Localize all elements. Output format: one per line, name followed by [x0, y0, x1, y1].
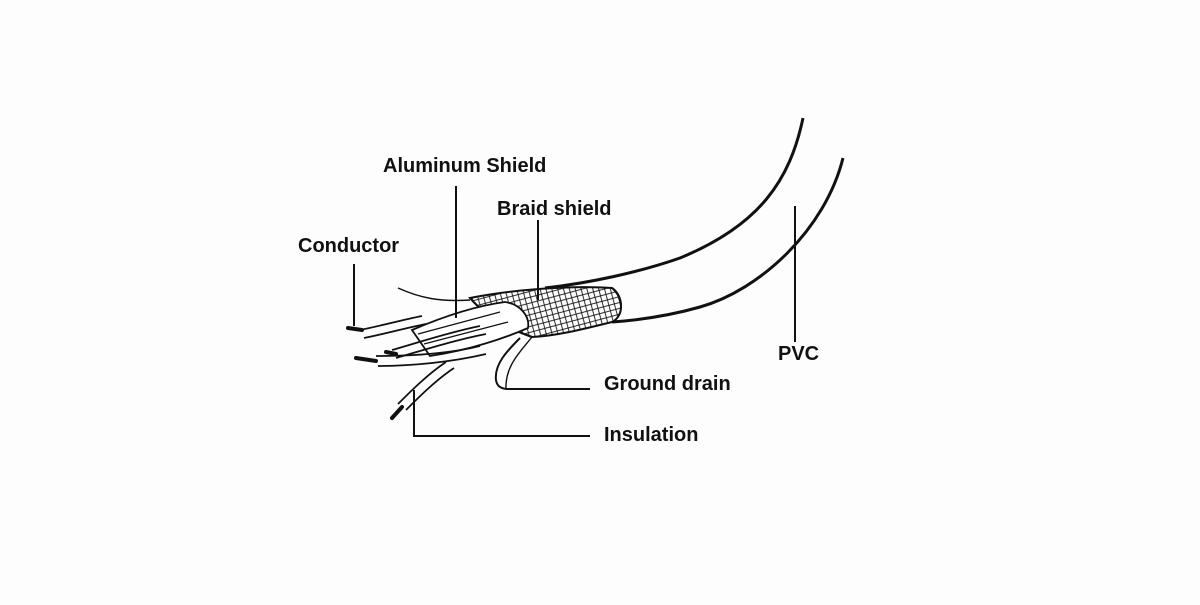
- label-aluminum-shield: Aluminum Shield: [383, 155, 547, 177]
- insulated-conductors: [359, 315, 487, 411]
- label-ground-drain: Ground drain: [604, 373, 731, 395]
- conductor-tips: [346, 326, 404, 420]
- ground-drain-wire: [494, 336, 533, 390]
- label-braid-shield: Braid shield: [497, 198, 612, 220]
- label-conductor: Conductor: [298, 235, 400, 257]
- leader-lines: [353, 186, 796, 437]
- label-pvc: PVC: [778, 343, 820, 365]
- label-insulation: Insulation: [604, 424, 699, 446]
